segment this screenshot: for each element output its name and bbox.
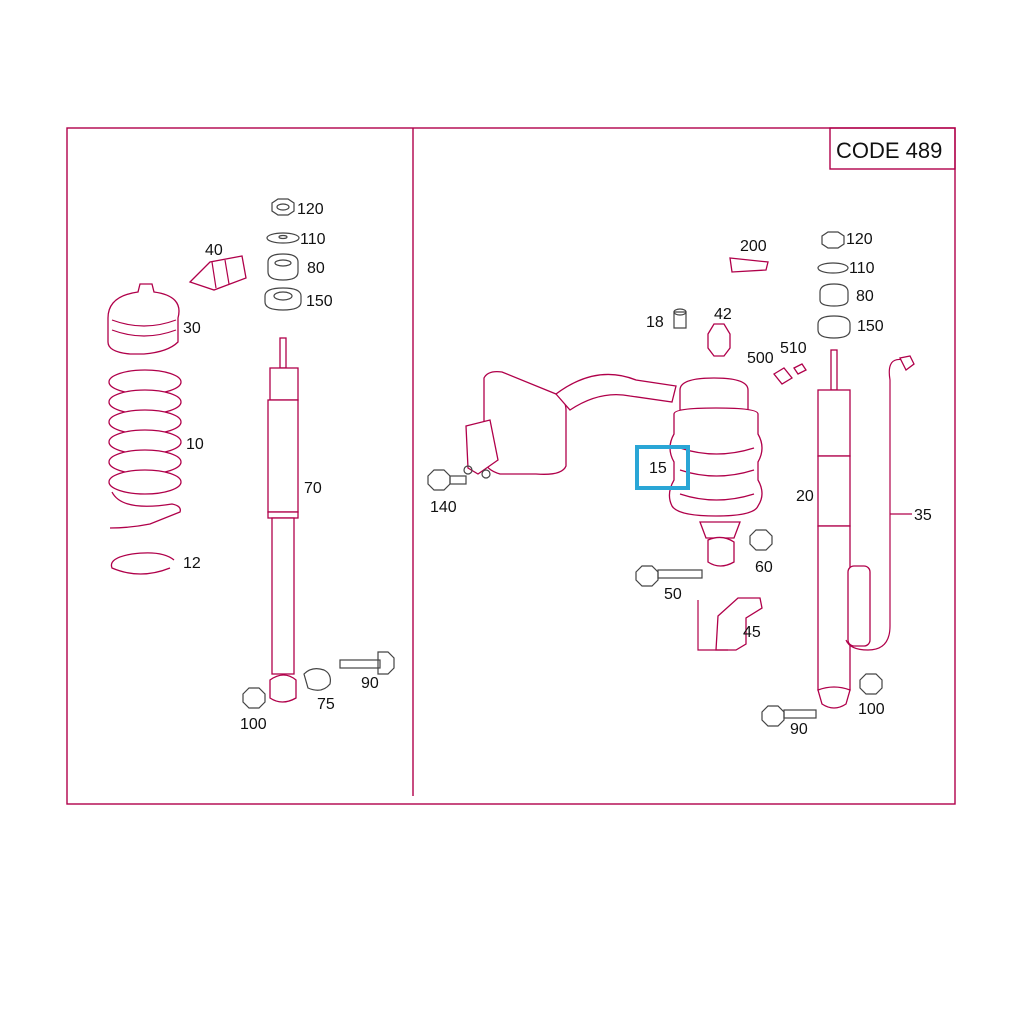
part-120-left[interactable] (271, 198, 295, 216)
outer-frame (66, 127, 956, 805)
label-110-right: 110 (849, 260, 875, 277)
part-42-clip[interactable] (707, 323, 731, 357)
label-40: 40 (205, 242, 223, 259)
label-100-left: 100 (240, 716, 267, 733)
part-150-right[interactable] (817, 315, 851, 339)
label-500: 500 (747, 350, 774, 367)
part-80-left[interactable] (267, 253, 299, 281)
part-air-reservoir[interactable] (463, 370, 677, 479)
label-90-left: 90 (361, 675, 379, 692)
part-18-nut[interactable] (673, 308, 687, 329)
part-80-right[interactable] (819, 283, 849, 307)
label-20: 20 (796, 488, 814, 505)
part-12-spring-pad[interactable] (110, 552, 175, 575)
part-120-right[interactable] (821, 231, 845, 249)
label-150-left: 150 (306, 293, 333, 310)
label-80-right: 80 (856, 288, 874, 305)
label-15: 15 (649, 460, 667, 477)
label-50: 50 (664, 586, 682, 603)
part-100-right[interactable] (859, 673, 883, 695)
label-110-left: 110 (300, 231, 326, 248)
part-15-air-spring[interactable] (668, 377, 763, 567)
label-140: 140 (430, 499, 457, 516)
code-box: CODE 489 (829, 127, 956, 170)
part-100-left[interactable] (242, 687, 266, 709)
label-35: 35 (914, 507, 932, 524)
part-90-left[interactable] (339, 651, 395, 675)
part-200-bump-stop[interactable] (729, 257, 769, 273)
label-12: 12 (183, 555, 201, 572)
part-50-bolt[interactable] (635, 565, 703, 587)
part-35-wire[interactable] (845, 355, 915, 651)
label-60: 60 (755, 559, 773, 576)
label-120-left: 120 (297, 201, 324, 218)
part-500-fitting[interactable] (773, 367, 793, 385)
part-510-fitting[interactable] (793, 363, 807, 375)
part-20-shock-absorber[interactable] (817, 349, 871, 709)
part-70-shock-absorber[interactable] (267, 337, 299, 703)
leader-45-50 (697, 600, 728, 651)
label-30: 30 (183, 320, 201, 337)
part-90-right[interactable] (761, 705, 817, 727)
label-45: 45 (743, 624, 761, 641)
code-box-text: CODE 489 (836, 138, 942, 163)
part-60-nut[interactable] (749, 529, 773, 551)
label-100-right: 100 (858, 701, 885, 718)
label-10: 10 (186, 436, 204, 453)
label-120-right: 120 (846, 231, 873, 248)
part-140-bolt[interactable] (427, 469, 467, 491)
part-110-left[interactable] (266, 232, 300, 244)
label-510: 510 (780, 340, 807, 357)
label-75: 75 (317, 696, 335, 713)
label-80-left: 80 (307, 260, 325, 277)
part-150-left[interactable] (264, 287, 302, 311)
label-18: 18 (646, 314, 664, 331)
label-200: 200 (740, 238, 767, 255)
label-42: 42 (714, 306, 732, 323)
part-10-coil-spring[interactable] (108, 369, 182, 529)
part-75-bush[interactable] (303, 668, 331, 691)
label-90-right: 90 (790, 721, 808, 738)
part-110-right[interactable] (817, 262, 849, 274)
label-70: 70 (304, 480, 322, 497)
highlight-box (635, 445, 690, 490)
label-150-right: 150 (857, 318, 884, 335)
part-40-bump-stop[interactable] (188, 255, 247, 291)
part-30-spring-seat[interactable] (107, 283, 180, 355)
